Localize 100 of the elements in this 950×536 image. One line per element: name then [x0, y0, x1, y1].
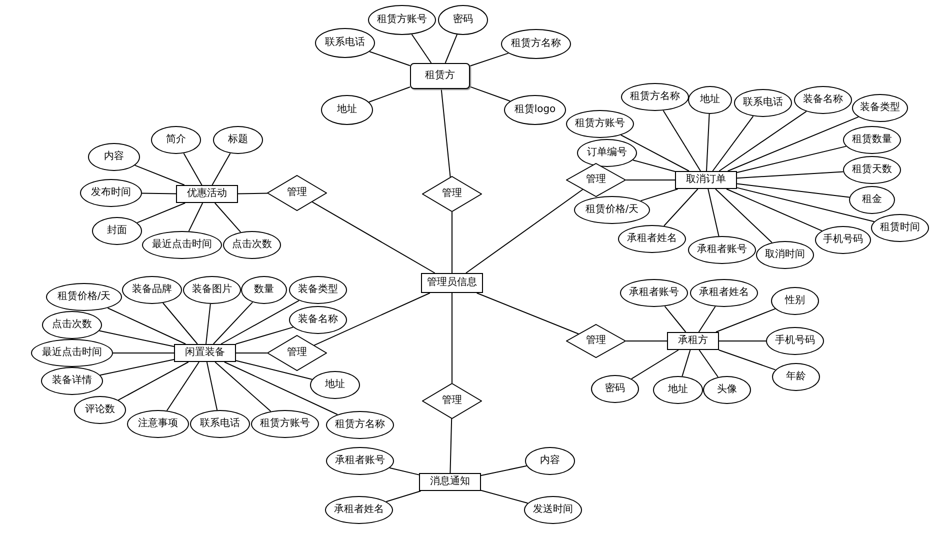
attribute-ellipse: 租赁logo: [504, 95, 566, 125]
attribute-ellipse: 手机号码: [815, 226, 871, 254]
attribute-ellipse: 地址: [310, 371, 360, 399]
attribute-ellipse: 装备类型: [852, 94, 908, 122]
attribute-ellipse: 标题: [213, 126, 263, 154]
connector-line: [98, 330, 174, 347]
attribute-ellipse: 装备详情: [41, 367, 103, 395]
entity-box: 承租方: [667, 332, 719, 350]
connector-line: [212, 152, 231, 186]
connector-line: [206, 362, 218, 411]
relationship-diamond: 管理: [267, 175, 327, 211]
connector-line: [212, 302, 254, 344]
connector-line: [476, 292, 579, 334]
attribute-ellipse: 租赁方名称: [326, 411, 394, 439]
connector-line: [107, 308, 186, 344]
relationship-diamond: 管理: [422, 383, 482, 419]
connector-line: [112, 352, 174, 354]
attribute-ellipse: 联系电话: [734, 89, 792, 117]
attribute-ellipse: 租赁方名称: [501, 29, 571, 59]
connector-line: [698, 350, 718, 378]
connector-line: [386, 490, 422, 502]
connector-line: [715, 188, 772, 243]
connector-line: [736, 146, 847, 173]
attribute-ellipse: 租赁方账号: [566, 110, 634, 138]
relationship-diamond: 管理: [422, 176, 482, 212]
attribute-ellipse: 密码: [438, 5, 488, 35]
attribute-ellipse: 封面: [92, 217, 142, 245]
connector-line: [718, 340, 766, 342]
attribute-ellipse: 简介: [151, 126, 201, 154]
connector-line: [369, 51, 410, 66]
attribute-ellipse: 手机号码: [766, 327, 824, 355]
connector-line: [718, 110, 807, 172]
connector-line: [470, 52, 509, 66]
attribute-ellipse: 租金: [849, 186, 895, 214]
connector-line: [712, 116, 754, 172]
attribute-ellipse: 订单编号: [577, 139, 637, 167]
connector-line: [368, 86, 410, 102]
connector-line: [183, 152, 202, 186]
entity-box: 租赁方: [410, 63, 470, 89]
attribute-ellipse: 地址: [688, 86, 732, 114]
connector-line: [736, 183, 850, 198]
connector-line: [450, 418, 452, 474]
connector-line: [631, 350, 679, 380]
attribute-ellipse: 年龄: [772, 363, 820, 391]
attribute-ellipse: 取消时间: [756, 241, 814, 269]
attribute-ellipse: 发布时间: [80, 179, 142, 207]
attribute-ellipse: 承租者账号: [688, 236, 756, 264]
attribute-ellipse: 承租者账号: [620, 279, 688, 307]
relationship-diamond: 管理: [267, 335, 327, 371]
connector-line: [166, 362, 200, 412]
connector-line: [389, 467, 420, 476]
connector-line: [214, 362, 272, 412]
connector-line: [698, 306, 716, 332]
connector-line: [662, 110, 701, 172]
attribute-ellipse: 头像: [703, 376, 751, 404]
connector-line: [640, 188, 678, 202]
attribute-ellipse: 评论数: [74, 396, 126, 424]
connector-line: [706, 114, 710, 172]
connector-line: [708, 188, 720, 237]
attribute-ellipse: 装备名称: [794, 86, 852, 114]
connector-line: [312, 201, 436, 274]
attribute-ellipse: 承租者账号: [326, 447, 394, 475]
connector-line: [188, 202, 204, 232]
connector-line: [470, 86, 511, 102]
connector-line: [718, 350, 776, 370]
connector-line: [440, 88, 451, 178]
attribute-ellipse: 联系电话: [190, 410, 250, 438]
attribute-ellipse: 点击次数: [42, 311, 102, 339]
connector-line: [206, 304, 211, 344]
connector-line: [444, 34, 458, 64]
connector-line: [480, 465, 528, 476]
relationship-diamond: 管理: [566, 163, 626, 197]
attribute-ellipse: 租赁方账号: [368, 5, 436, 35]
connector-line: [736, 171, 844, 179]
connector-line: [726, 188, 822, 232]
attribute-ellipse: 内容: [525, 447, 575, 475]
connector-line: [224, 362, 338, 415]
connector-line: [716, 308, 776, 332]
entity-box: 消息通知: [419, 473, 481, 491]
attribute-ellipse: 装备图片: [183, 276, 241, 304]
attribute-ellipse: 联系电话: [315, 28, 375, 58]
attribute-ellipse: 密码: [591, 375, 639, 403]
entity-box: 取消订单: [675, 171, 737, 189]
attribute-ellipse: 承租者姓名: [325, 496, 393, 524]
connector-line: [664, 188, 698, 226]
entity-box: 优惠活动: [176, 185, 238, 203]
connector-line: [236, 352, 268, 354]
attribute-ellipse: 租赁数量: [843, 126, 901, 154]
attribute-ellipse: 数量: [241, 276, 287, 304]
attribute-ellipse: 装备名称: [289, 306, 347, 334]
entity-box: 闲置装备: [174, 344, 236, 362]
connector-line: [134, 164, 185, 186]
attribute-ellipse: 最近点击时间: [142, 231, 222, 259]
attribute-ellipse: 点击次数: [223, 231, 281, 259]
connector-line: [682, 350, 691, 377]
attribute-ellipse: 装备类型: [289, 276, 347, 304]
connector-line: [142, 192, 176, 194]
attribute-ellipse: 租赁方账号: [251, 410, 319, 438]
entity-box: 管理员信息: [421, 273, 483, 293]
connector-line: [411, 34, 432, 64]
